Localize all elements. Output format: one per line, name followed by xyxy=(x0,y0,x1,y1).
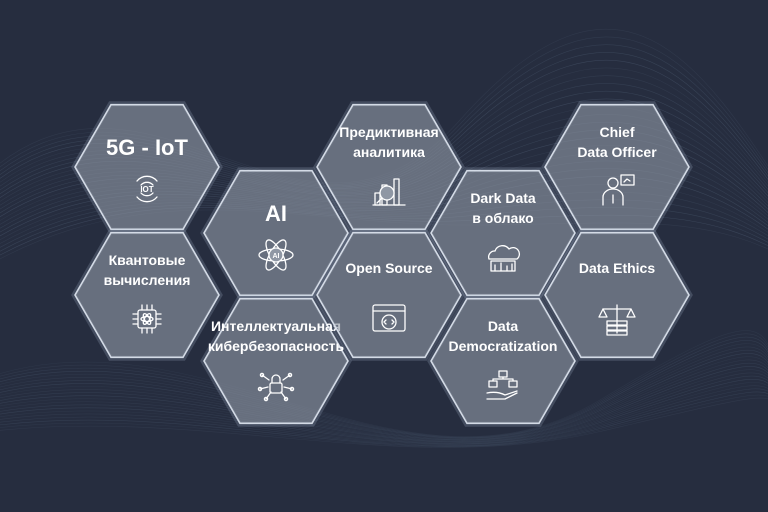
wave-line xyxy=(0,385,768,446)
wave-line xyxy=(0,369,768,443)
hex-label: Data xyxy=(488,318,519,334)
wave-line xyxy=(0,366,768,443)
hex-shape xyxy=(316,103,462,231)
hex-cybersecurity: Интеллектуальная кибербезопасность xyxy=(200,295,352,427)
hex-glow xyxy=(427,167,579,299)
hex-predictive: Предиктивная аналитика xyxy=(313,101,465,233)
wave-line xyxy=(0,333,768,438)
ai-atom-icon: AI xyxy=(258,239,294,271)
hex-5g-iot: 5G - IoT IOT xyxy=(71,101,223,233)
wave-line xyxy=(0,375,768,445)
hex-label: Data Officer xyxy=(577,144,657,160)
wave-line xyxy=(0,362,768,442)
hex-shape xyxy=(316,231,462,359)
hex-shape xyxy=(544,231,690,359)
hex-label: Dark Data xyxy=(470,190,536,206)
hex-shape xyxy=(544,103,690,231)
hex-open-source: Open Source xyxy=(313,229,465,361)
wave-line xyxy=(0,388,768,447)
hex-shape xyxy=(430,297,576,425)
hex-shape xyxy=(74,231,220,359)
wave-line xyxy=(0,391,768,447)
hex-glow xyxy=(200,167,352,299)
hex-label: вычисления xyxy=(104,272,191,288)
hex-label: Предиктивная xyxy=(339,124,438,140)
hex-ai: AI AI xyxy=(200,167,352,299)
hex-label: Democratization xyxy=(449,338,558,354)
hex-label: Chief xyxy=(600,124,635,140)
hex-data-ethics: Data Ethics xyxy=(541,229,693,361)
hex-shape xyxy=(430,169,576,297)
hex-label: в облако xyxy=(472,210,533,226)
hex-label: 5G - IoT xyxy=(106,135,188,160)
hex-glow xyxy=(427,295,579,427)
wave-line xyxy=(0,359,768,442)
svg-text:AI: AI xyxy=(273,253,280,260)
hex-label: Open Source xyxy=(345,260,432,276)
svg-text:IOT: IOT xyxy=(140,185,153,194)
analytics-magnifier-icon xyxy=(372,178,406,206)
wave-line xyxy=(0,330,768,437)
wave-line xyxy=(0,356,768,441)
wave-line xyxy=(0,336,768,438)
hex-quantum: Квантовые вычисления xyxy=(71,229,223,361)
wave-line xyxy=(0,340,768,439)
hex-label: кибербезопасность xyxy=(208,338,345,354)
hex-dark-data: Dark Data в облако xyxy=(427,167,579,299)
wave-line xyxy=(0,382,768,446)
hex-glow xyxy=(200,295,352,427)
hexagon-grid: 5G - IoT IOT AI AI Квантовые вычисленияИнтелл… xyxy=(71,101,693,427)
wave-line xyxy=(0,353,768,441)
hex-glow xyxy=(541,229,693,361)
wave-line xyxy=(0,379,768,445)
cloud-data-icon xyxy=(488,245,521,272)
hex-label: Интеллектуальная xyxy=(211,318,341,334)
hex-glow xyxy=(313,101,465,233)
hex-label: Data Ethics xyxy=(579,260,655,276)
iot-wireless-icon: IOT xyxy=(136,175,158,203)
officer-presentation-icon xyxy=(602,174,635,206)
wave-line xyxy=(0,394,768,448)
quantum-chip-icon xyxy=(132,304,162,334)
wave-line xyxy=(0,343,768,439)
hex-label: аналитика xyxy=(353,144,425,160)
wave-line xyxy=(0,346,768,440)
hex-label: AI xyxy=(265,201,287,226)
hex-glow xyxy=(71,101,223,233)
wave-line xyxy=(0,349,768,440)
hex-shape xyxy=(74,103,220,231)
circuit-lock-icon xyxy=(257,372,295,402)
code-browser-icon xyxy=(372,304,406,332)
hex-label: Квантовые xyxy=(109,252,186,268)
hex-shape xyxy=(203,297,349,425)
hex-glow xyxy=(71,229,223,361)
hex-shape xyxy=(203,169,349,297)
wave-line xyxy=(0,372,768,444)
data-sharing-icon xyxy=(486,370,518,400)
hex-glow xyxy=(313,229,465,361)
scales-icon xyxy=(598,304,636,336)
hex-glow xyxy=(541,101,693,233)
